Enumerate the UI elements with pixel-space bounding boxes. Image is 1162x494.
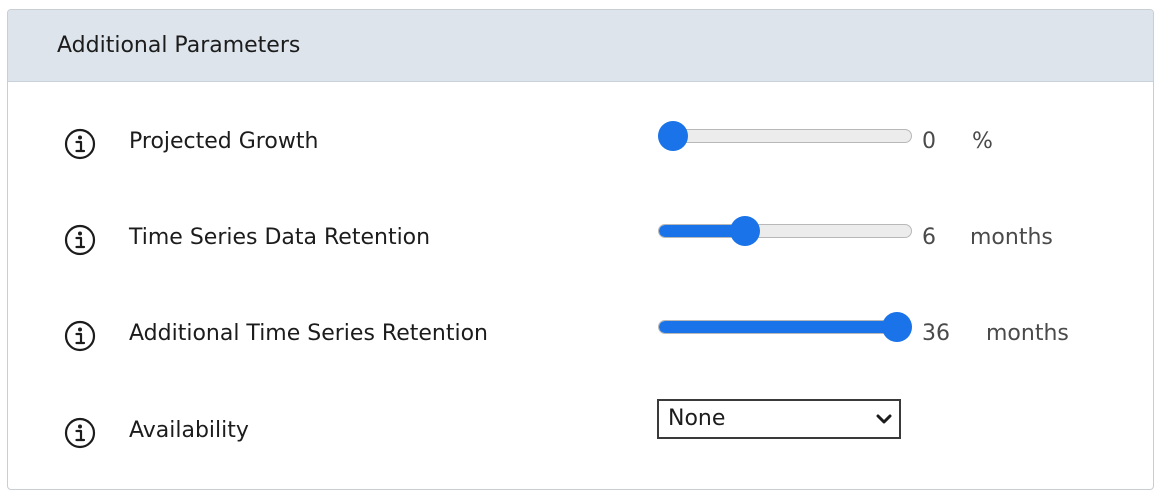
param-label: Projected Growth <box>129 129 319 154</box>
time-series-data-retention-slider[interactable] <box>658 216 912 246</box>
slider-thumb[interactable] <box>729 216 760 246</box>
slider-unit: % <box>972 129 993 154</box>
info-icon[interactable] <box>63 416 97 450</box>
param-row-availability: Availability None <box>8 398 1153 458</box>
slider-unit: months <box>970 225 1053 250</box>
slider-value: 0 <box>922 129 936 154</box>
info-icon[interactable] <box>63 127 97 161</box>
param-label: Time Series Data Retention <box>129 225 431 250</box>
availability-select[interactable]: None <box>657 399 901 439</box>
panel-title: Additional Parameters <box>57 33 301 58</box>
additional-parameters-panel: Additional Parameters Projected Growth 0… <box>7 9 1154 490</box>
slider-track <box>658 224 912 238</box>
slider-fill <box>659 321 898 333</box>
param-label: Availability <box>129 418 249 443</box>
param-label: Additional Time Series Retention <box>129 321 488 346</box>
additional-time-series-retention-slider[interactable] <box>658 312 912 342</box>
slider-thumb[interactable] <box>882 312 912 342</box>
slider-value: 6 <box>922 225 936 250</box>
info-icon[interactable] <box>63 223 97 257</box>
availability-select-value: None <box>668 406 726 431</box>
chevron-down-icon <box>875 410 893 428</box>
panel-header: Additional Parameters <box>8 10 1153 82</box>
info-icon[interactable] <box>63 319 97 353</box>
slider-thumb[interactable] <box>658 121 688 151</box>
slider-track <box>658 320 912 334</box>
slider-fill <box>659 225 746 237</box>
param-row-projected-growth: Projected Growth 0 % <box>8 111 1153 171</box>
slider-unit: months <box>986 321 1069 346</box>
param-row-additional-time-series-retention: Additional Time Series Retention 36 mont… <box>8 303 1153 363</box>
projected-growth-slider[interactable] <box>658 121 912 151</box>
param-row-time-series-data-retention: Time Series Data Retention 6 months <box>8 207 1153 267</box>
slider-track <box>658 129 912 143</box>
slider-value: 36 <box>922 321 950 346</box>
